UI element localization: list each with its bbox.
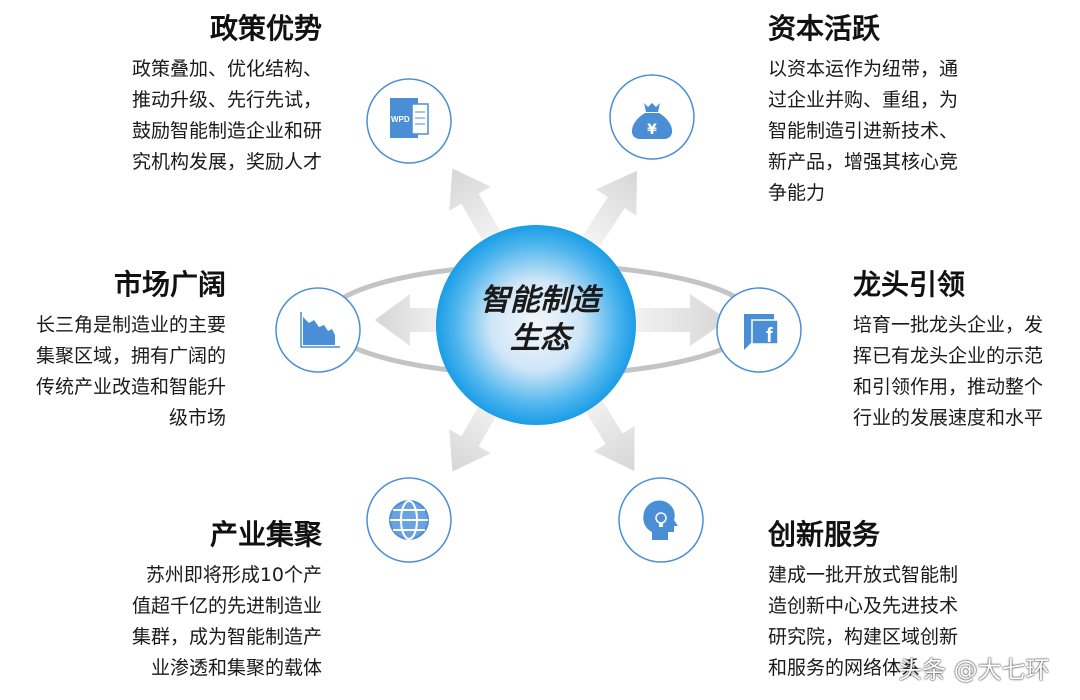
node-leader: 龙头引领 培育一批龙头企业，发 挥已有龙头企业的示范 和引领作用，推动整个 行业… [853, 268, 1043, 434]
node-line: 争能力 [768, 182, 826, 204]
node-title: 资本活跃 [768, 12, 881, 45]
node-line: 研究院，构建区域创新 [768, 626, 959, 648]
node-title: 市场广阔 [113, 268, 226, 301]
node-line: 新产品，增强其核心竞 [768, 151, 959, 173]
node-title: 龙头引领 [853, 268, 966, 301]
node-line: 行业的发展速度和水平 [853, 407, 1044, 429]
arrow-top-right [583, 170, 637, 246]
node-line: 集聚区域，拥有广阔的 [35, 345, 226, 367]
node-line: 培育一批龙头企业，发 [853, 314, 1044, 336]
center-label: 智能制造 生态 [440, 282, 640, 358]
watermark: 头条 @大七环 [898, 656, 1050, 684]
node-cluster: 产业集聚 苏州即将形成10个产 值超千亿的先进制造业 集群，成为智能制造产 业渗… [132, 518, 322, 684]
node-line: 级市场 [168, 407, 226, 429]
center-sphere [436, 225, 636, 425]
node-innovation: 创新服务 建成一批开放式智能制 造创新中心及先进技术 研究院，构建区域创新 和服… [768, 518, 958, 684]
node-title: 政策优势 [209, 12, 322, 45]
svg-text:¥: ¥ [647, 122, 657, 138]
node-line: 推动升级、先行先试， [131, 89, 322, 111]
node-line: 智能制造引进新技术、 [768, 120, 959, 142]
node-line: 传统产业改造和智能升 [35, 376, 226, 398]
center-line1: 智能制造 [480, 283, 600, 318]
arrow-left [375, 294, 445, 346]
node-line: 集群，成为智能制造产 [131, 626, 322, 648]
node-market: 市场广阔 长三角是制造业的主要 集聚区域，拥有广阔的 传统产业改造和智能升 级市… [36, 268, 226, 434]
arrow-right [635, 294, 728, 346]
center-line2: 生态 [510, 321, 570, 356]
node-line: 苏州即将形成10个产 [145, 564, 322, 586]
node-line: 究机构发展，奖励人才 [131, 151, 322, 173]
wpd-document-icon: WPD [390, 98, 429, 138]
node-capital: 资本活跃 以资本运作为纽带，通 过企业并购、重组，为 智能制造引进新技术、 新产… [768, 12, 958, 209]
node-line: 以资本运作为纽带，通 [768, 58, 959, 80]
node-line: 政策叠加、优化结构、 [131, 58, 322, 80]
facebook-icon: f [744, 314, 779, 350]
node-line: 鼓励智能制造企业和研 [131, 120, 322, 142]
node-line: 挥已有龙头企业的示范 [853, 345, 1044, 367]
arrow-top-left [449, 168, 502, 243]
arrows [375, 168, 728, 472]
arrow-bottom-left [449, 397, 502, 472]
area-chart-icon [300, 312, 340, 348]
node-line: 值超千亿的先进制造业 [131, 595, 322, 617]
globe-icon [389, 500, 429, 540]
node-line: 业渗透和集聚的载体 [150, 657, 322, 679]
node-line: 造创新中心及先进技术 [768, 595, 959, 617]
node-line: 建成一批开放式智能制 [768, 564, 959, 586]
node-line: 和服务的网络体系 [768, 657, 921, 679]
node-policy: 政策优势 政策叠加、优化结构、 推动升级、先行先试， 鼓励智能制造企业和研 究机… [132, 12, 322, 178]
node-title: 创新服务 [768, 518, 881, 551]
node-line: 和引领作用，推动整个 [853, 376, 1044, 398]
node-line: 长三角是制造业的主要 [35, 314, 226, 336]
svg-text:WPD: WPD [391, 115, 410, 124]
head-lightbulb-icon [643, 500, 678, 540]
arrow-bottom-right [581, 395, 635, 471]
money-bag-icon: ¥ [631, 103, 673, 139]
svg-text:f: f [766, 325, 773, 347]
node-line: 过企业并购、重组，为 [768, 89, 959, 111]
node-title: 产业集聚 [209, 518, 322, 551]
